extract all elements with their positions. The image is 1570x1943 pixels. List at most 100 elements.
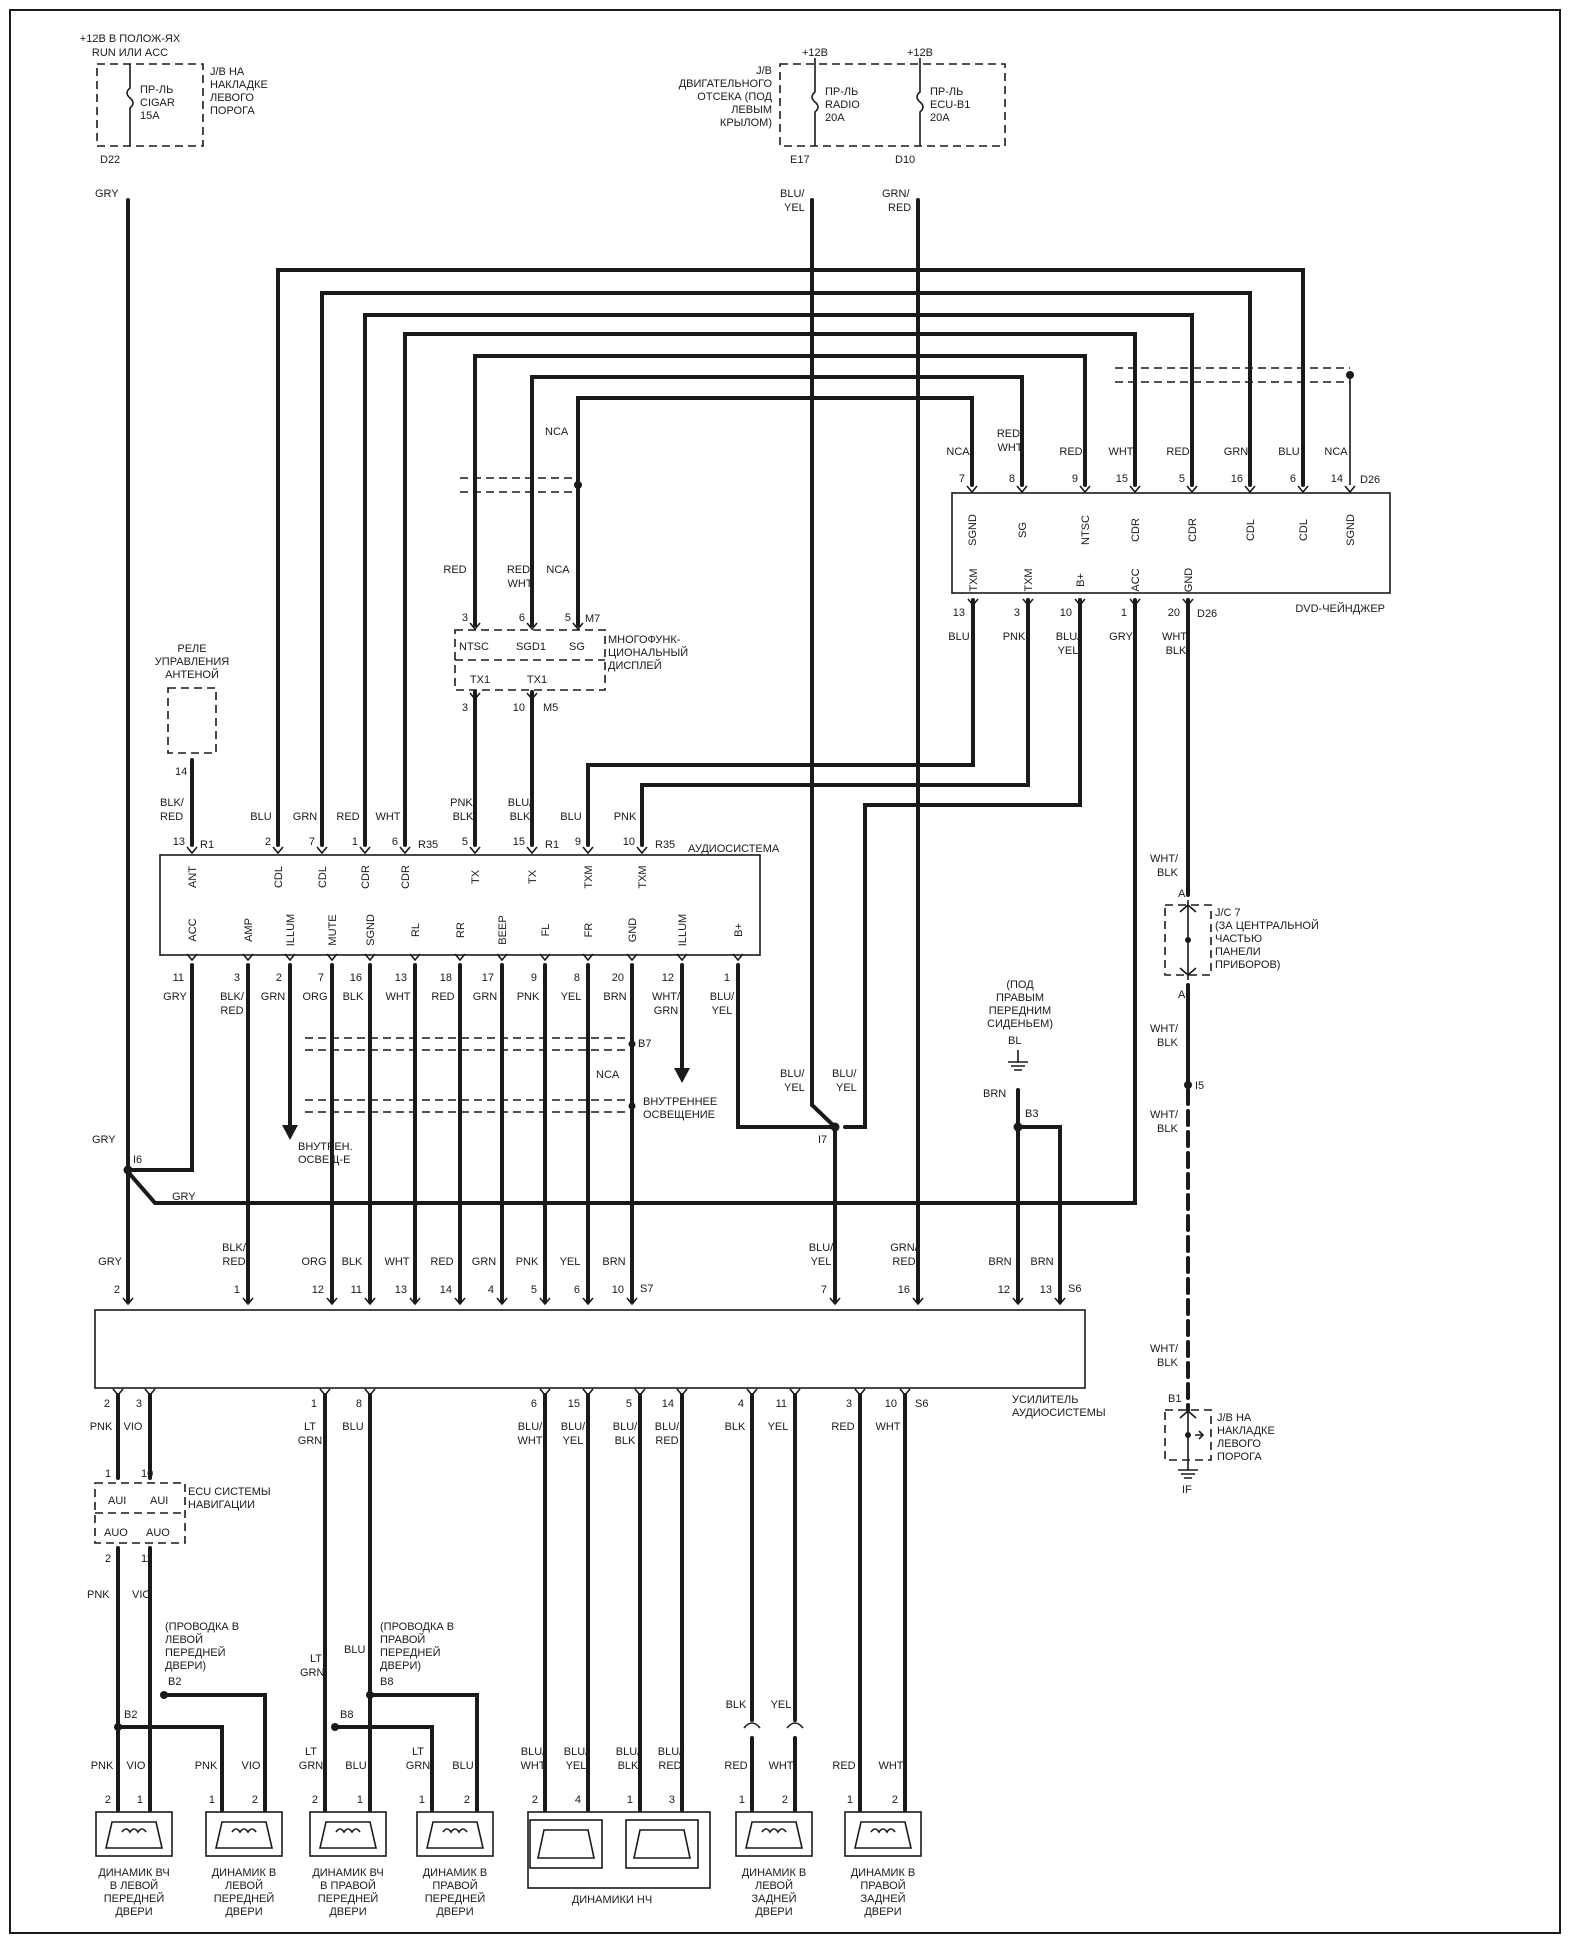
dvd-top-pin-chevron xyxy=(1344,485,1356,494)
audio-top-pin-chevron xyxy=(636,846,648,855)
front-door-wiring: (ПРОВОДКА В ЛЕВОЙ ПЕРЕДНЕЙ ДВЕРИ) (ПРОВО… xyxy=(114,1393,479,1812)
bass-speaker-body xyxy=(529,1819,603,1869)
audio-conn-r35: R35 xyxy=(418,839,438,851)
amp-bottom-wire: BLK xyxy=(725,1421,746,1433)
jc7-label-2: ЧАСТЬЮ xyxy=(1215,933,1262,945)
bass-speaker-pin: 3 xyxy=(669,1794,675,1806)
audio-bottom-pin-chevron xyxy=(676,953,688,962)
display-nca: NCA xyxy=(545,426,569,438)
audio-top-pin-chevron xyxy=(316,846,328,855)
ground-label-3: ПЕРЕДНИМ xyxy=(989,1005,1051,1017)
audio-bottom-pin-num: 20 xyxy=(612,972,624,984)
speaker-pin-b: 2 xyxy=(782,1794,788,1806)
jb-right-label-2: НАКЛАДКЕ xyxy=(1217,1425,1275,1437)
bass-speaker-pin: 4 xyxy=(575,1794,581,1806)
bass-speaker-wire: BLU/ xyxy=(658,1746,683,1758)
dvd-top-pin-chevron xyxy=(1079,485,1091,494)
wire-dvd-b-plus-2: YEL xyxy=(836,1082,857,1094)
bass-speaker-wire2: YEL xyxy=(566,1760,587,1772)
bass-speaker-cone xyxy=(633,1829,691,1859)
dvd-top-pin-num: 5 xyxy=(1179,473,1185,485)
speaker-label: ЛЕВОЙ xyxy=(755,1879,793,1892)
splice-b2-a: B2 xyxy=(168,1676,181,1688)
jb-left-label-1: J/B НА xyxy=(210,66,245,78)
ecu-supply: +12В xyxy=(907,47,933,59)
jc7-label-4: ПРИБОРОВ) xyxy=(1215,959,1280,971)
audio-top-pin-chevron xyxy=(582,846,594,855)
audio-bottom-pin-num: 11 xyxy=(173,972,184,984)
amp-top-pin-chevron xyxy=(626,1297,638,1306)
speaker-pin-b: 2 xyxy=(892,1794,898,1806)
connector-e17: E17 xyxy=(790,154,810,166)
relay-wire-1: BLK/ xyxy=(160,797,185,809)
audio-bottom-pin-label: RL xyxy=(410,923,422,937)
audio-bottom-pin-num: 2 xyxy=(276,972,282,984)
door-right-label-4: ДВЕРИ) xyxy=(380,1660,421,1672)
audio-bottom-pin-label: ACC xyxy=(187,918,199,941)
speaker-body xyxy=(844,1811,922,1857)
nav-pin-11: 11 xyxy=(141,1553,152,1565)
jc7-pin-a-bot: A xyxy=(1178,989,1186,1001)
door-lt-grn-1: LT xyxy=(310,1653,322,1665)
display-label-1: МНОГОФУНК- xyxy=(608,634,681,646)
amp-top-pin-chevron xyxy=(496,1297,508,1306)
amp-bottom-pin-num: 3 xyxy=(136,1398,142,1410)
amp-top-pin-chevron xyxy=(539,1297,551,1306)
speaker-label: ПЕРЕДНЕЙ xyxy=(214,1892,275,1905)
door-lt-grn-2: GRN xyxy=(300,1667,325,1679)
amp-bottom-pin-num: 8 xyxy=(356,1398,362,1410)
speaker-coil xyxy=(231,1828,257,1834)
display-top-pin-chevron xyxy=(526,622,538,631)
audio-system-box xyxy=(159,854,761,956)
bass-speaker-wire: BLU/ xyxy=(564,1746,589,1758)
diagram-frame xyxy=(9,9,1561,1934)
amp-top-pin-num: 1 xyxy=(234,1284,240,1296)
amp-top-pin-num: 13 xyxy=(395,1284,407,1296)
inner-light-label-1: ВНУТРЕН. xyxy=(298,1141,353,1153)
amp-top-pin-chevron xyxy=(582,1297,594,1306)
display-top-pin-num: 3 xyxy=(462,612,468,624)
jb-left-label-4: ПОРОГА xyxy=(210,105,255,117)
speaker-wire-b: WHT xyxy=(768,1760,793,1772)
inner-light2-label-2: ОСВЕЩЕНИЕ xyxy=(643,1109,715,1121)
dvd-top-wire: NCA xyxy=(946,446,970,458)
display-top-pin-label: SGD1 xyxy=(516,641,546,653)
amp-top-pin-num: 16 xyxy=(898,1284,910,1296)
audio-title: АУДИОСИСТЕМА xyxy=(688,843,780,855)
speaker-pin-b: 2 xyxy=(252,1794,258,1806)
speaker-label: ПРАВОЙ xyxy=(860,1879,905,1892)
amp-title-1: УСИЛИТЕЛЬ xyxy=(1012,1394,1078,1406)
audio-bottom-wire: GRN xyxy=(473,991,498,1003)
audio-bottom-pin-num: 9 xyxy=(531,972,537,984)
dvd-top-wire: NCA xyxy=(1324,446,1348,458)
amp-bottom-pin-num: 11 xyxy=(776,1398,787,1410)
dvd-changer: DVD-ЧЕЙНДЖЕР D26 D26 NCA7SGNDRED/WHT8SGR… xyxy=(946,428,1391,657)
speaker-cone xyxy=(104,1821,164,1849)
nca-label: NCA xyxy=(596,1069,620,1081)
jc7-wire-label-1: WHT/ xyxy=(1150,1023,1179,1035)
audio-bottom-pin-label: FR xyxy=(583,923,595,938)
fuse-radio-icon xyxy=(811,58,819,146)
audio-conn-r35b: R35 xyxy=(655,839,675,851)
audio-bottom-wire: BLK xyxy=(343,991,364,1003)
audio-top-pin-chevron xyxy=(526,846,538,855)
engine-jb-label-3: ОТСЕКА (ПОД xyxy=(697,91,772,103)
speaker-wire-b: VIO xyxy=(127,1760,146,1772)
audio-bottom-wire2: YEL xyxy=(712,1005,733,1017)
splice-b8-b: B8 xyxy=(340,1709,353,1721)
fuse-engine-block: J/B ДВИГАТЕЛЬНОГО ОТСЕКА (ПОД ЛЕВЫМ КРЫЛ… xyxy=(679,47,1006,214)
amp-top-wire: WHT xyxy=(384,1256,409,1268)
audio-bottom-wire2: GRN xyxy=(654,1005,679,1017)
relay-wire-2: RED xyxy=(160,811,183,823)
wire-ecu-1: GRN/ xyxy=(882,188,910,200)
ground-bl: BL xyxy=(1008,1035,1021,1047)
dvd-bottom-pin-label: GND xyxy=(1183,568,1195,593)
splice-b7: B7 xyxy=(638,1038,651,1050)
audio-bottom-wire: WHT/ xyxy=(652,991,681,1003)
amp-top-wire: YEL xyxy=(560,1256,581,1268)
nav-label-2: НАВИГАЦИИ xyxy=(188,1499,255,1511)
audio-top-pin-label: CDL xyxy=(317,866,329,888)
wire-b-plus-2: YEL xyxy=(784,1082,805,1094)
